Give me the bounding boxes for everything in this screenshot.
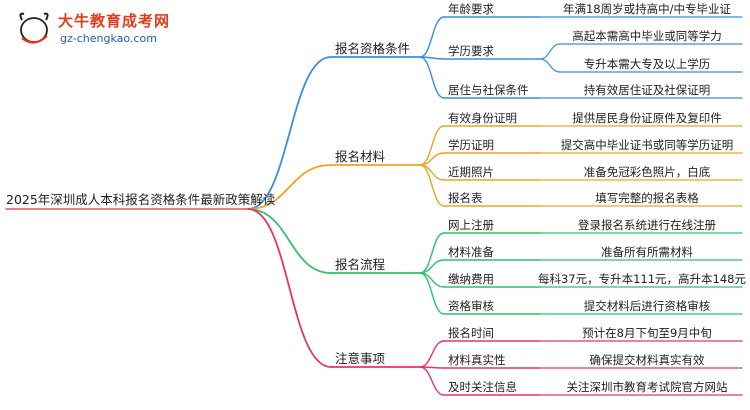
subtopic[interactable]: 学历证明 xyxy=(448,138,494,152)
leaf-detail: 年满18周岁或持高中/中专毕业证 xyxy=(562,2,731,16)
site-logo[interactable]: 大牛教育成考网 gz-chengkao.com xyxy=(6,6,216,52)
leaf-detail: 登录报名系统进行在线注册 xyxy=(578,218,716,232)
logo-url: gz-chengkao.com xyxy=(60,32,157,45)
subtopic-connector xyxy=(419,164,445,207)
leaf-detail: 专升本需大专及以上学历 xyxy=(583,57,711,71)
branch-connector xyxy=(247,208,332,368)
subtopic[interactable]: 网上注册 xyxy=(448,218,494,232)
leaf-detail: 提交材料后进行资格审核 xyxy=(583,299,711,313)
subtopic-connector xyxy=(419,272,445,315)
subtopic-connector xyxy=(419,56,445,99)
branch-topic[interactable]: 报名材料 xyxy=(335,149,386,164)
leaf-detail: 准备免冠彩色照片，白底 xyxy=(583,165,711,179)
root-topic[interactable]: 2025年深圳成人本科报名资格条件最新政策解读 xyxy=(6,192,276,207)
leaf-detail: 确保提交材料真实有效 xyxy=(589,353,705,367)
leaf-detail: 关注深圳市教育考试院官方网站 xyxy=(566,380,728,394)
subtopic-connector xyxy=(419,232,445,274)
subtopic[interactable]: 缴纳费用 xyxy=(448,272,494,286)
leaf-detail: 提交高中毕业证书或同等学历证明 xyxy=(560,138,734,152)
ox-mascot-icon xyxy=(19,12,49,44)
branch-topic[interactable]: 报名资格条件 xyxy=(335,41,411,56)
leaf-detail: 提供居民身份证原件及复印件 xyxy=(572,111,722,125)
subtopic[interactable]: 近期照片 xyxy=(448,165,494,179)
subtopic[interactable]: 年龄要求 xyxy=(448,2,494,16)
branch-connector xyxy=(247,56,332,210)
leaf-detail: 准备所有所需材料 xyxy=(601,245,693,259)
branch-topic[interactable]: 注意事项 xyxy=(335,351,386,366)
subtopic[interactable]: 学历要求 xyxy=(448,44,494,58)
subtopic[interactable]: 及时关注信息 xyxy=(448,380,517,394)
branch-topic[interactable]: 报名流程 xyxy=(335,257,386,272)
subtopic[interactable]: 报名时间 xyxy=(448,326,494,340)
leaf-detail: 持有效居住证及社保证明 xyxy=(583,83,711,97)
leaf-connector xyxy=(539,43,561,60)
leaf-detail: 每科37元，专升本111元，高升本148元 xyxy=(537,272,746,286)
leaf-detail: 填写完整的报名表格 xyxy=(595,191,699,205)
branch-connector xyxy=(247,208,332,274)
subtopic[interactable]: 材料准备 xyxy=(448,245,494,259)
subtopic[interactable]: 居住与社保条件 xyxy=(448,83,529,97)
subtopic-connector xyxy=(419,125,445,166)
leaf-detail: 预计在8月下旬至9月中旬 xyxy=(582,326,712,340)
subtopic[interactable]: 有效身份证明 xyxy=(448,111,517,125)
leaf-connector xyxy=(539,58,561,73)
logo-title: 大牛教育成考网 xyxy=(58,12,171,30)
branch-connector xyxy=(247,164,332,210)
subtopic-connector xyxy=(419,340,445,368)
subtopic[interactable]: 资格审核 xyxy=(448,299,494,313)
subtopic[interactable]: 报名表 xyxy=(448,191,483,205)
leaf-detail: 高起本需高中毕业或同等学力 xyxy=(572,29,722,43)
subtopic-connector xyxy=(419,366,445,396)
subtopic-connector xyxy=(419,16,445,58)
subtopic[interactable]: 材料真实性 xyxy=(448,353,506,367)
